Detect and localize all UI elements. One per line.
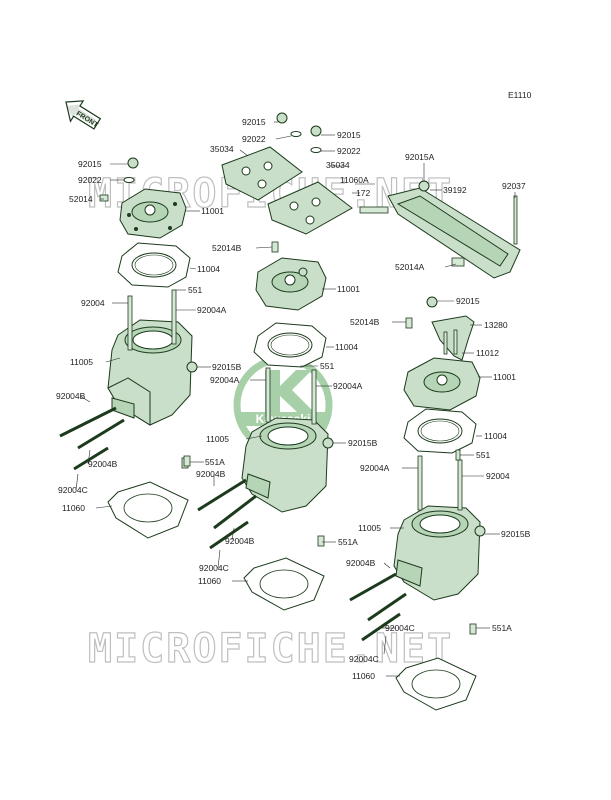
part-label: 52014 <box>69 194 93 204</box>
part-label: 11012 <box>476 348 499 358</box>
head-gasket-left <box>117 242 191 288</box>
part-label: 52014A <box>395 262 425 272</box>
part-label: 92004B <box>346 558 376 568</box>
part-label: 11001 <box>201 206 224 216</box>
head-bracket-middle <box>267 181 353 235</box>
part-label: 92004B <box>88 459 118 469</box>
part-label: 92022 <box>78 175 102 185</box>
part-label: 92004A <box>333 381 363 391</box>
front-arrow-icon: FRONT <box>65 100 102 130</box>
part-label: 11004 <box>335 342 358 352</box>
part-label: 551 <box>320 361 334 371</box>
part-label: 92037 <box>502 181 526 191</box>
part-label: 92004C <box>385 623 415 633</box>
cylinder-middle <box>197 367 334 550</box>
part-label: 11005 <box>206 434 229 444</box>
part-label: 92015A <box>405 152 435 162</box>
cylinder-left <box>59 289 198 450</box>
part-label: 39192 <box>443 185 467 195</box>
part-label: 11005 <box>358 523 381 533</box>
cylinder-head-left <box>99 157 187 239</box>
part-label: 551A <box>205 457 225 467</box>
part-label: 92004 <box>81 298 105 308</box>
part-label: 92004A <box>360 463 390 473</box>
part-label: 92015B <box>212 362 242 372</box>
part-label: 92015B <box>348 438 378 448</box>
part-label: 92015 <box>456 296 480 306</box>
diagram-code: E1110 <box>508 90 532 100</box>
part-label: 551 <box>188 285 202 295</box>
watermark-bottom: MICROFICHE.NET <box>88 626 453 672</box>
cylinder-head-middle <box>255 241 327 311</box>
part-label: 92004 <box>486 471 510 481</box>
part-label: 551 <box>476 450 490 460</box>
head-bracket-top <box>221 112 322 201</box>
part-label: 92004A <box>197 305 227 315</box>
part-label: 92015 <box>78 159 102 169</box>
part-label: 52014B <box>350 317 380 327</box>
head-gasket-right <box>403 408 477 454</box>
part-label: 92015 <box>337 130 361 140</box>
part-label: 551A <box>338 537 358 547</box>
part-label: 11060 <box>62 503 85 513</box>
part-label: 11060 <box>198 576 221 586</box>
part-label: 92015B <box>501 529 531 539</box>
part-label: 92004C <box>199 563 229 573</box>
part-label: 11001 <box>337 284 360 294</box>
base-gasket-left <box>73 446 189 539</box>
part-label: 11060 <box>352 671 375 681</box>
part-label: 92004B <box>225 536 255 546</box>
parts <box>59 112 521 711</box>
head-gasket-middle <box>253 322 327 368</box>
part-label: 172 <box>356 188 370 198</box>
part-labels: 92015 92022 92015 35034 92022 35034 9201… <box>56 117 531 681</box>
cylinder-right <box>349 455 486 642</box>
part-label: 92004A <box>210 375 240 385</box>
part-label: 11004 <box>484 431 507 441</box>
part-label: 92004C <box>58 485 88 495</box>
part-label: 551A <box>492 623 512 633</box>
part-label: 92022 <box>242 134 266 144</box>
part-label: 13280 <box>484 320 508 330</box>
base-gasket-middle <box>183 455 325 611</box>
part-label: 11060A <box>340 175 369 185</box>
part-label: 11001 <box>493 372 516 382</box>
part-label: 92004C <box>349 654 379 664</box>
cylinder-head-right <box>403 357 481 411</box>
bracket-right <box>405 296 475 361</box>
part-label: 11005 <box>70 357 93 367</box>
leader-lines <box>75 121 516 677</box>
part-label: 92022 <box>337 146 361 156</box>
part-label: 11004 <box>197 264 220 274</box>
part-label: 52014B <box>212 243 242 253</box>
part-label: 92004B <box>196 469 226 479</box>
part-label: 35034 <box>326 160 350 170</box>
part-label: 35034 <box>210 144 234 154</box>
part-label: 92015 <box>242 117 266 127</box>
part-label: 92004B <box>56 391 86 401</box>
water-pipe <box>359 180 521 279</box>
